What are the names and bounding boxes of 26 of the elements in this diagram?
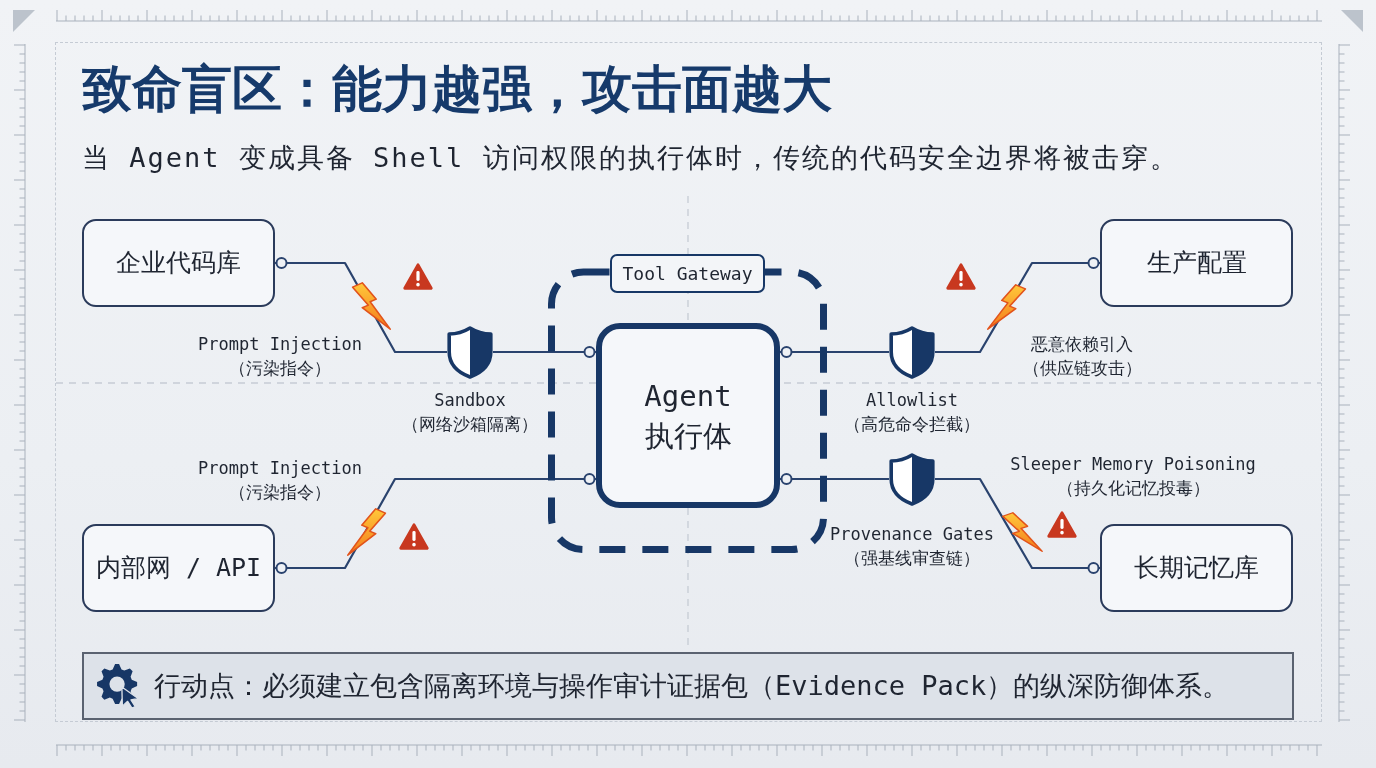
- rounded-box: Agent 执行体: [596, 323, 780, 508]
- node-label: Provenance Gates （强基线审查链）: [829, 523, 995, 570]
- connector: [275, 473, 596, 574]
- dashed-boundary: [548, 254, 827, 553]
- connector: [493, 346, 596, 358]
- title: 致命盲区：能力越强，攻击面越大: [82, 59, 832, 120]
- edge-label: Prompt Injection （污染指令）: [197, 333, 363, 380]
- rounded-box: 生产配置: [1100, 219, 1293, 307]
- subtitle: 当 Agent 变成具备 Shell 访问权限的执行体时，传统的代码安全边界将被击穿。: [82, 141, 1179, 175]
- connector: [780, 346, 889, 358]
- connector: [780, 473, 889, 485]
- callout-text: 行动点：必须建立包含隔离环境与操作审计证据包（Evidence Pack）的纵深防御体系。: [154, 669, 1230, 703]
- node-label: Allowlist （高危命令拦截）: [843, 389, 981, 436]
- shield-icon: [889, 452, 935, 506]
- rounded-box: 内部网 / API: [82, 524, 275, 612]
- connector: [935, 477, 1100, 574]
- callout-box: [82, 652, 1294, 720]
- label-tab: Tool Gateway: [610, 254, 765, 293]
- node-label: Sandbox （网络沙箱隔离）: [401, 389, 539, 436]
- edge-label: Sleeper Memory Poisoning （持久化记忆投毒）: [1009, 453, 1257, 500]
- rounded-box: 企业代码库: [82, 219, 275, 307]
- rounded-box: 长期记忆库: [1100, 524, 1293, 612]
- shield-icon: [889, 325, 935, 379]
- edge-label: Prompt Injection （污染指令）: [197, 457, 363, 504]
- edge-label: 恶意依赖引入（供应链攻击）: [1021, 333, 1143, 380]
- shield-icon: [447, 325, 493, 379]
